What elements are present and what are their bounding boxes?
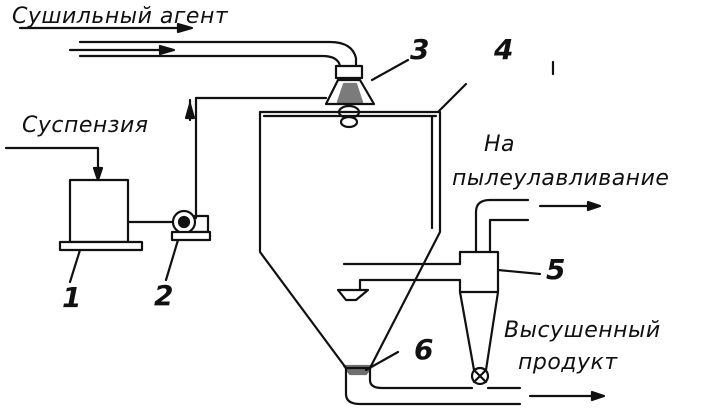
pump: [166, 211, 210, 280]
cyclone: [338, 200, 600, 384]
drying-agent-label: Сушильный агент: [12, 4, 229, 29]
dried-product-label-line1: Высушенный: [504, 318, 661, 343]
leader-3: [372, 60, 408, 80]
number-5: 5: [546, 253, 566, 286]
suspension-tank: [6, 148, 142, 282]
number-6: 6: [414, 333, 434, 366]
drying-chamber: [260, 84, 466, 368]
drying-agent-duct: [20, 24, 356, 66]
dust-collection-label-line1: На: [484, 132, 516, 157]
atomizer: [326, 66, 374, 127]
dust-collection-label-line2: пылеулавливание: [452, 166, 670, 191]
feed-line: [186, 98, 326, 218]
product-discharge: [344, 352, 604, 404]
number-2: 2: [154, 279, 174, 312]
number-4: 4: [494, 33, 514, 66]
number-3: 3: [410, 33, 430, 66]
number-1: 1: [62, 281, 82, 314]
dried-product-label-line2: продукт: [518, 350, 618, 375]
suspension-label: Суспензия: [22, 113, 149, 138]
